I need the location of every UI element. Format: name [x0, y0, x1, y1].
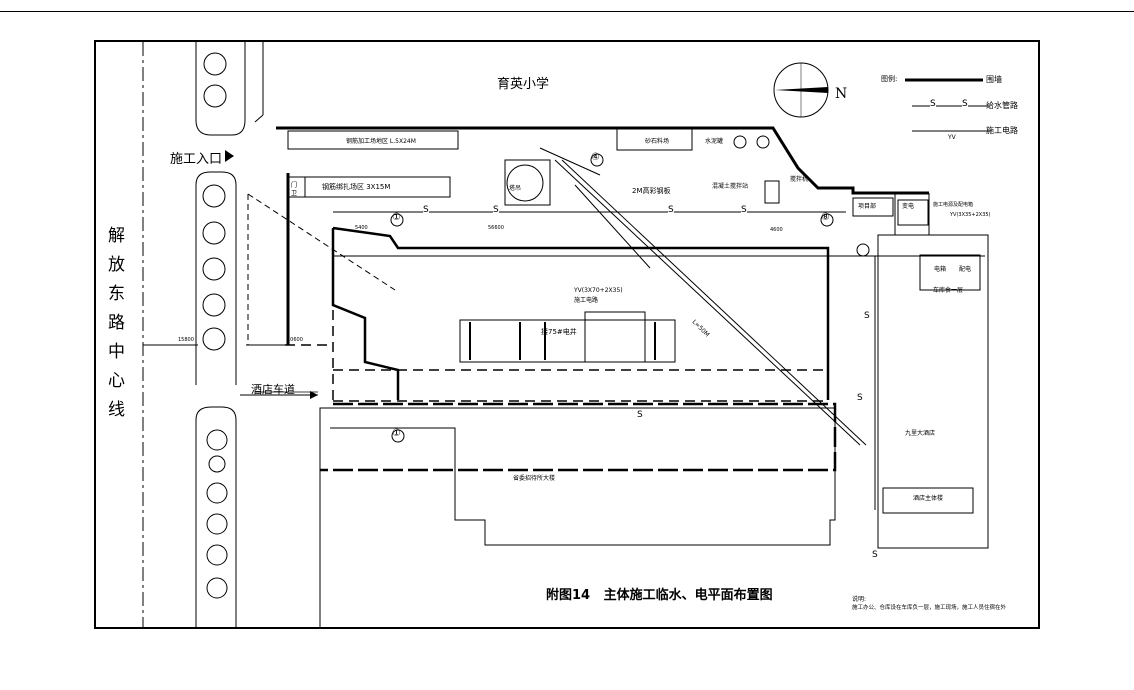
legend-water-label: 给水管路	[986, 101, 1018, 110]
page-top-rule	[0, 11, 1134, 12]
figure-caption: 附图14 主体施工临水、电平面布置图	[546, 588, 773, 603]
road-char-1: 解	[108, 226, 125, 246]
gate-note-2-label: YV(3X35+2X35)	[950, 212, 991, 218]
entrance-label: 施工入口	[170, 152, 223, 167]
water-tank-label: 水泥罐	[705, 138, 724, 145]
entrance-arrow	[225, 150, 234, 162]
marker-8: ⑧	[821, 212, 830, 223]
rebar-binding-area	[287, 176, 451, 198]
water-s-7: S	[872, 550, 878, 560]
hotel-lane-label: 酒店车道	[251, 383, 295, 396]
dimension-56600: 56600	[488, 225, 504, 231]
dimension-15800: 15800	[178, 337, 194, 343]
tower-crane-base	[506, 164, 544, 202]
road-island-top	[195, 42, 246, 136]
legend-power-label: 施工电路	[986, 126, 1018, 135]
drawing-frame	[94, 40, 1040, 629]
canteen-label: 车库食一层	[933, 287, 964, 294]
hotel-south-building	[319, 407, 836, 628]
road-island-middle	[195, 171, 237, 385]
hotel-lot	[877, 234, 989, 549]
steel-area-label: 钢筋加工场地区 L.5X24M	[346, 138, 416, 145]
building-perimeter-fence	[285, 230, 828, 402]
main-building-outline	[331, 226, 830, 400]
water-s-8: S	[637, 410, 643, 420]
legend-power-symbol: YV	[948, 134, 956, 141]
dimension-10600: 10600	[287, 337, 303, 343]
water-s-4: S	[741, 205, 747, 215]
guard-label: 门卫	[291, 182, 298, 197]
road-char-2: 放	[108, 255, 125, 275]
transformer-label: 变电	[902, 203, 915, 210]
water-s-2: S	[493, 205, 499, 215]
water-s-1: S	[423, 205, 429, 215]
lot-label: 九里大酒店	[905, 430, 936, 437]
power-line	[333, 255, 985, 510]
well-label: 接75#电井	[541, 328, 577, 336]
steel-processing-area	[287, 130, 459, 150]
road-char-6: 心	[108, 371, 125, 391]
school-label: 育英小学	[497, 77, 550, 92]
concrete-label: 混凝土搅拌站	[712, 183, 749, 190]
gate-note-label: 施工电源及配电箱	[933, 202, 974, 208]
water-s-6: S	[857, 393, 863, 403]
power-cable-label: YV(3X70+2X35)	[574, 287, 623, 294]
tower-label: 塔吊	[509, 185, 522, 192]
road-center-label: 解 放 东 路 中 心 线	[108, 222, 128, 425]
marker-b: ①	[392, 428, 401, 439]
north-label: N	[835, 86, 848, 102]
notes-title: 说明:	[852, 596, 867, 603]
legend-title: 图例:	[881, 75, 898, 83]
water-s-3: S	[668, 205, 674, 215]
bottom-right-label: 酒店主体楼	[913, 495, 944, 502]
dimension-4600: 4600	[770, 227, 783, 233]
hotel-south-label: 省委招待所大楼	[513, 475, 556, 482]
power-cable-note: 施工电路	[574, 297, 599, 304]
road-char-5: 中	[108, 342, 125, 362]
tower-crane-label: 2M高彩钢板	[632, 187, 671, 195]
electric-box-label: 电箱	[934, 266, 947, 273]
sand-area-label: 砂石料场	[645, 138, 670, 145]
legend-water-symbol-2: S	[962, 99, 968, 109]
road-char-4: 路	[108, 313, 125, 333]
office-label: 项目部	[858, 203, 877, 210]
legend-water-symbol-1: S	[930, 99, 936, 109]
road-char-7: 线	[108, 400, 125, 420]
marker-4: ④	[591, 152, 600, 163]
water-s-5: S	[864, 311, 870, 321]
meter-label: 配电	[959, 266, 972, 273]
legend-fence-label: 围墙	[986, 75, 1002, 84]
north-arrow	[773, 62, 829, 118]
dimension-5400: 5400	[355, 225, 368, 231]
road-char-3: 东	[108, 284, 125, 304]
mixer-label: 搅拌机	[790, 176, 809, 183]
notes-text: 施工办公、仓库设在车库负一层，施工现场，施工人员住宿在外	[852, 605, 1007, 611]
rebar-area-label: 钢筋绑扎场区 3X15M	[322, 183, 391, 191]
marker-1: ①	[392, 212, 401, 223]
road-island-bottom	[195, 406, 237, 627]
